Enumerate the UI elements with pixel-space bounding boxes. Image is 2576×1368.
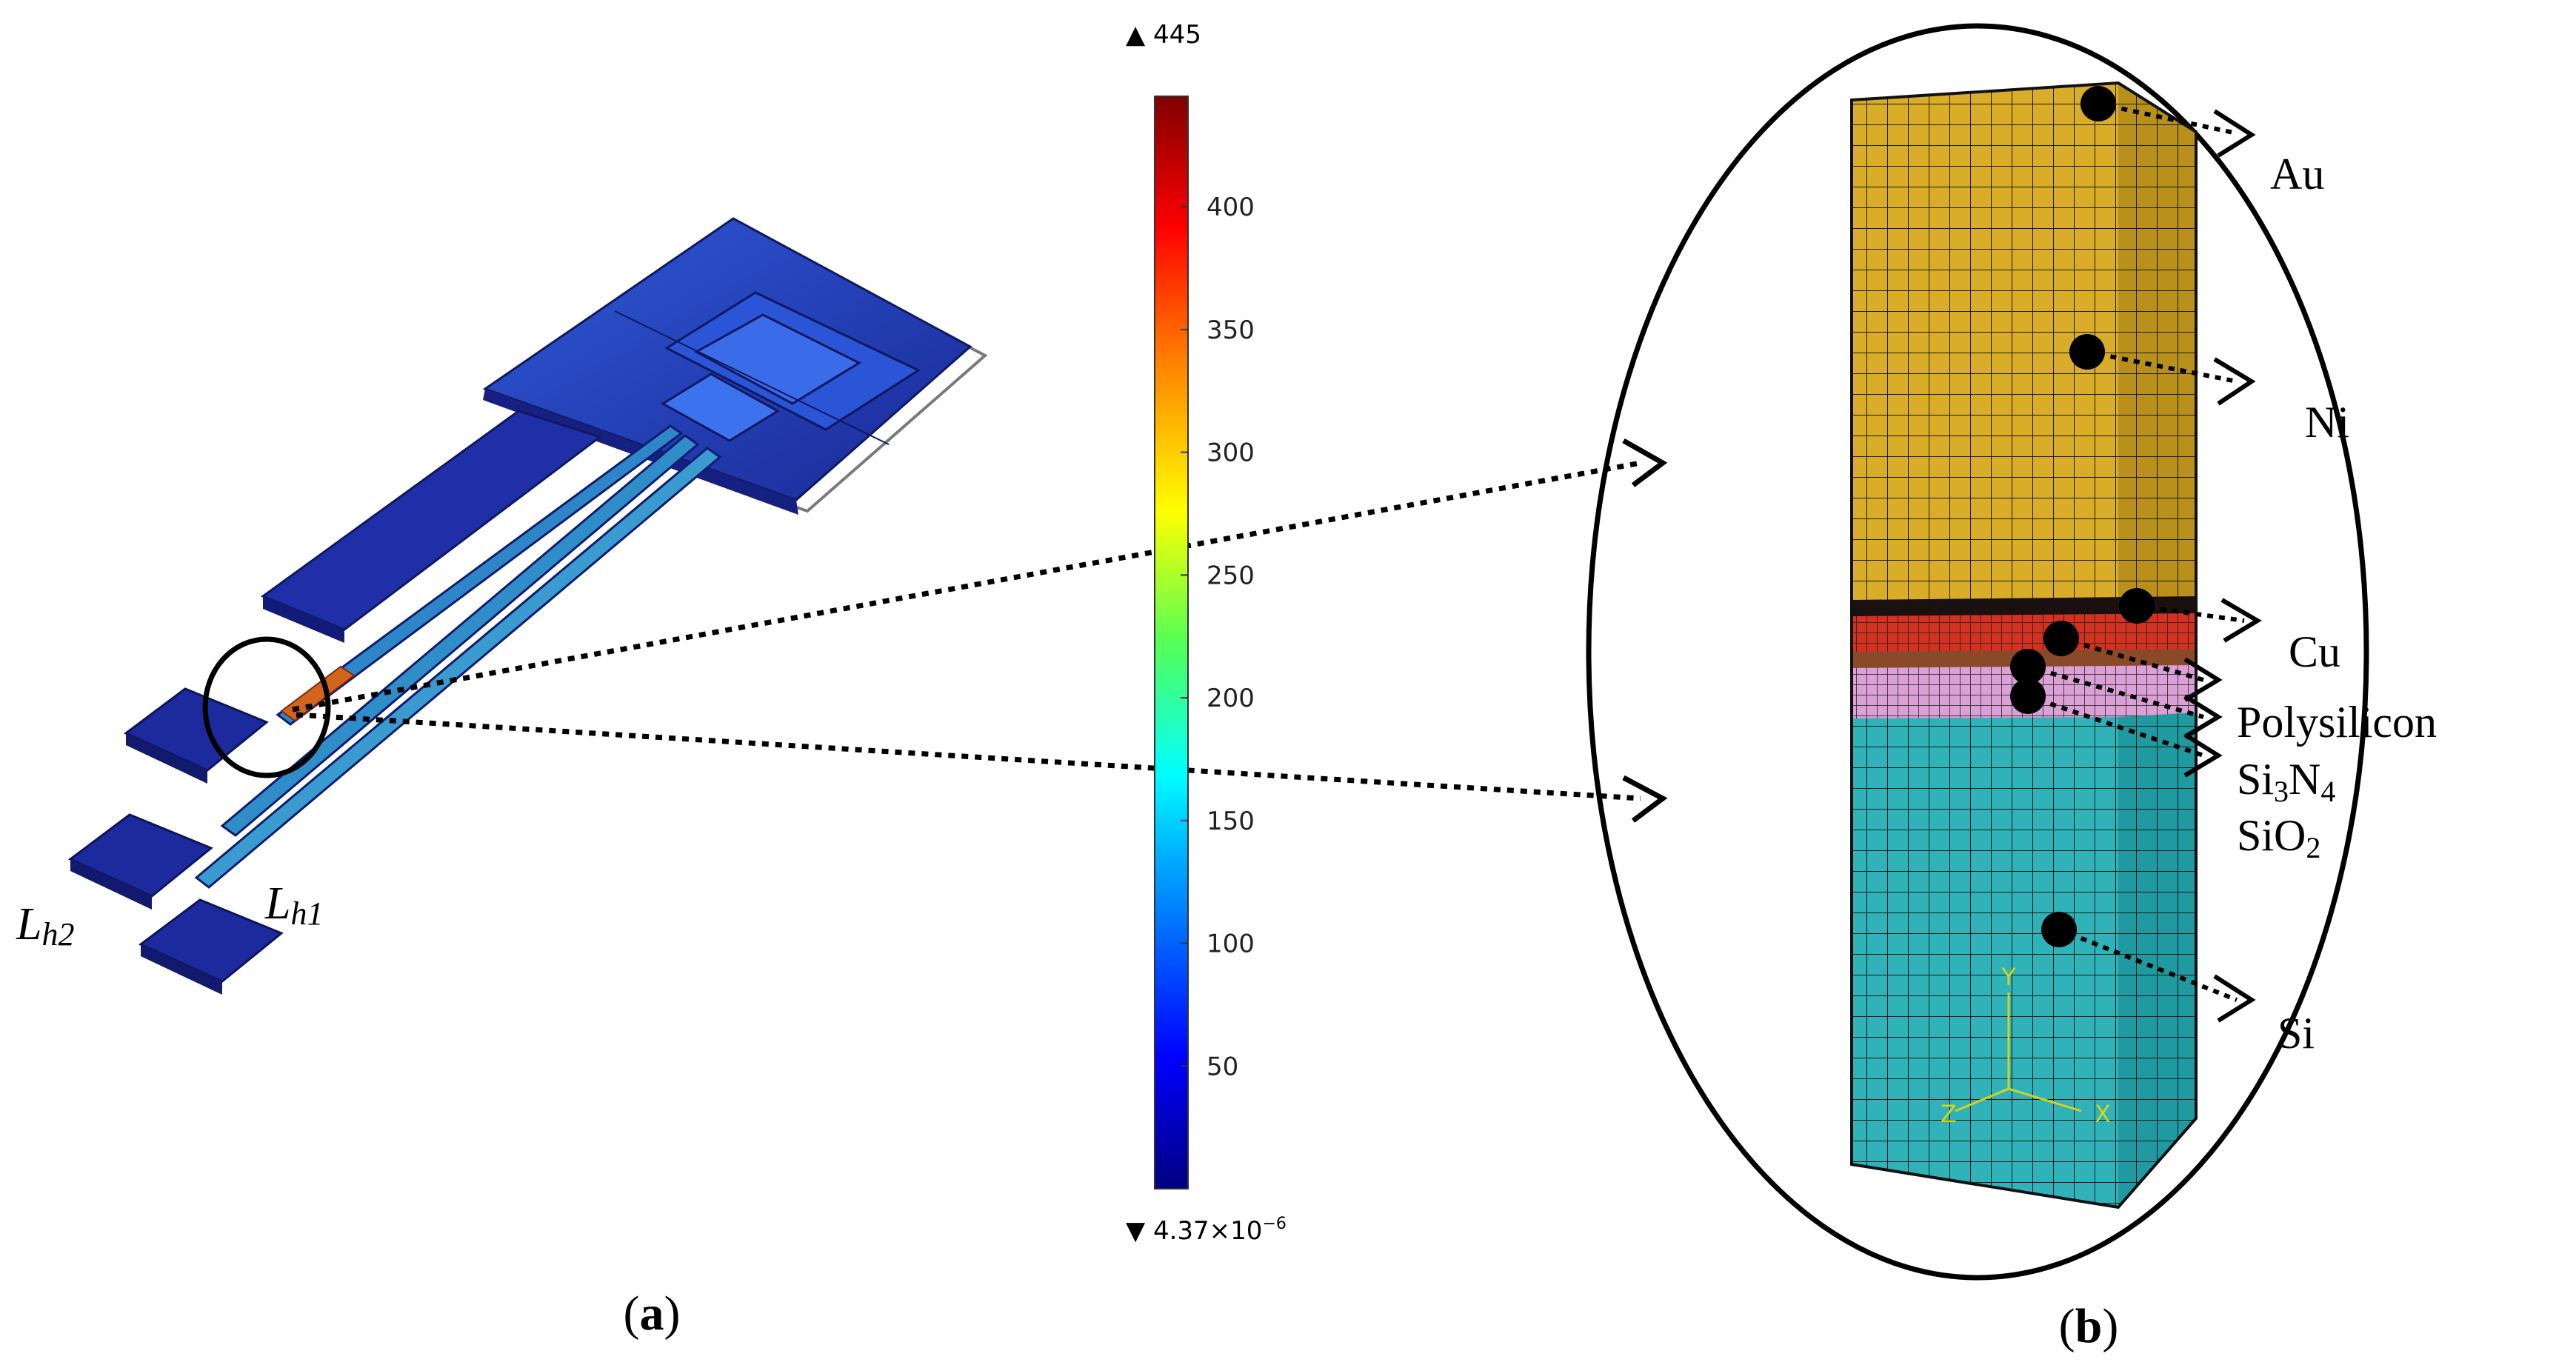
layer-markers [2010, 86, 2262, 1023]
colorbar-tick-label: 250 [1207, 561, 1255, 590]
colorbar-min-label: ▼ 4.37×10−6 [1126, 1215, 1287, 1246]
colorbar: ▲ 445 400 350 300 250 200 150 100 50 ▼ 4.37×10−… [1126, 20, 1287, 1246]
colorbar-max-label: ▲ 445 [1126, 20, 1201, 50]
label-lh1: Lh1 [264, 878, 323, 932]
label-si3n4: Si3N4 [2237, 755, 2335, 808]
label-sio2: SiO2 [2237, 811, 2320, 864]
axis-y-label: Y [2001, 963, 2016, 991]
colorbar-tick-label: 200 [1207, 684, 1255, 713]
colorbar-tick-label: 50 [1207, 1052, 1238, 1081]
coordinate-axes [1955, 992, 2082, 1112]
colorbar-tick-label: 100 [1207, 930, 1255, 959]
axis-x-label: X [2095, 1100, 2111, 1128]
zoom-arrowhead-lower [1622, 775, 1668, 823]
label-si: Si [2278, 1009, 2315, 1058]
colorbar-ticks: 400 350 300 250 200 150 100 50 [1181, 193, 1255, 1081]
zoom-leader-upper [292, 460, 1641, 713]
device-model [68, 217, 988, 995]
colorbar-tick-label: 150 [1207, 807, 1255, 836]
colorbar-gradient [1154, 96, 1189, 1190]
label-polysilicon: Polysilicon [2237, 698, 2437, 747]
label-cu: Cu [2289, 627, 2340, 676]
axis-z-label: Z [1941, 1100, 1957, 1128]
zoom-ellipse [1586, 23, 2369, 1281]
colorbar-tick-label: 300 [1207, 438, 1255, 468]
caption-b: (b) [2059, 1299, 2119, 1353]
label-au: Au [2270, 150, 2324, 198]
layer-stack [1850, 81, 2198, 1209]
colorbar-tick-label: 400 [1207, 193, 1255, 222]
zoom-leader-lower [296, 712, 1641, 801]
label-ni: Ni [2305, 398, 2349, 447]
zoom-arrowhead-upper [1622, 438, 1668, 487]
caption-a: (a) [624, 1287, 681, 1341]
label-lh2: Lh2 [16, 899, 74, 952]
colorbar-tick-label: 350 [1207, 316, 1255, 345]
zoom-circle [202, 636, 331, 778]
